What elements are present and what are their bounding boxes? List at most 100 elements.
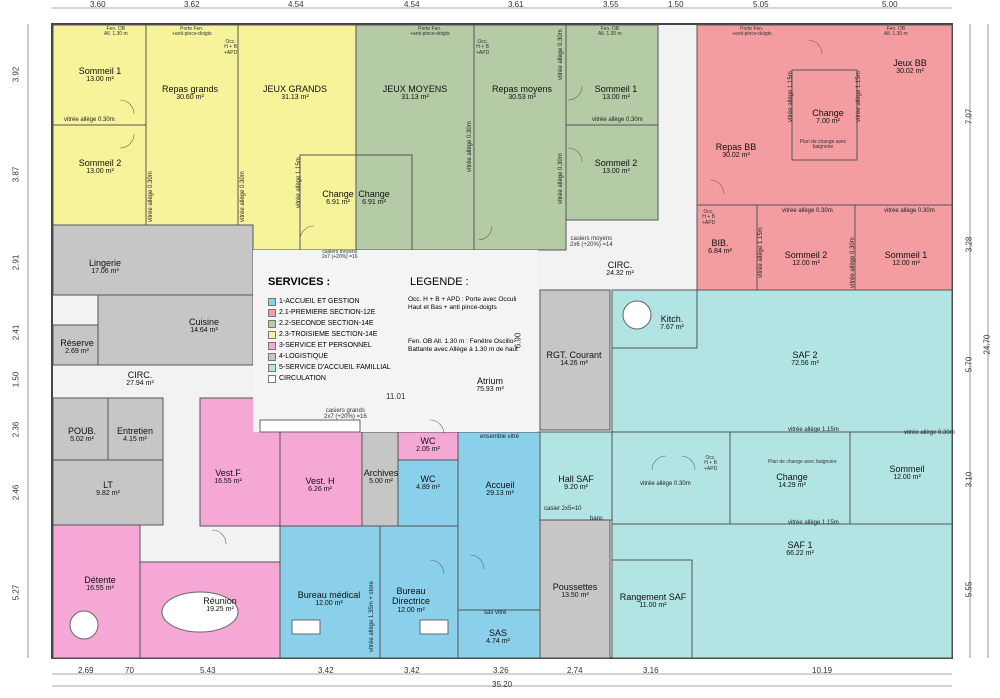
- dim-left-4: 1.50: [11, 371, 21, 388]
- zone-entretien: [107, 397, 164, 461]
- room-circ2: CIRC.24.32 m²: [606, 260, 634, 278]
- reunion-table: [161, 591, 239, 633]
- service-item: 2.2-SECONDE SECTION-14E: [268, 318, 391, 329]
- zone-change2: [355, 154, 413, 251]
- dim-top-7: 5.05: [753, 0, 769, 9]
- detente-table: [69, 610, 99, 640]
- dim-bottom-total: 35.20: [492, 680, 513, 689]
- service-swatch: [268, 341, 276, 350]
- zone-change-bb: [791, 69, 858, 161]
- zone-cuisine: [97, 294, 254, 366]
- dim-top-3: 4.54: [404, 0, 420, 9]
- note-vitree-g: vitrée allège 1.15m: [788, 427, 839, 433]
- dim-left-7: 5.27: [11, 584, 21, 601]
- zone-sommeil2a: [52, 124, 147, 226]
- dim-top-4: 3.61: [508, 0, 524, 9]
- dim-inner-h: 11.01: [386, 392, 406, 401]
- zone-repas-grands: [145, 24, 239, 251]
- zone-lingerie: [52, 224, 254, 296]
- dim-top-0: 3.60: [90, 0, 106, 9]
- zone-rgt-courant: [539, 289, 611, 431]
- note-vitree-v11: vitrée allège 1.15m: [856, 71, 862, 122]
- dim-top-5: 3.55: [603, 0, 619, 9]
- service-item: 1-ACCUEIL ET GESTION: [268, 296, 391, 307]
- dim-bottom-4: 3.42: [404, 666, 420, 675]
- zone-sommeil2c: [756, 204, 856, 291]
- note-occ-1: Occ.H + B+APD: [224, 39, 238, 56]
- legende-title: LEGENDE :: [410, 276, 469, 288]
- dim-bottom-3: 3.42: [318, 666, 334, 675]
- service-swatch: [268, 297, 276, 306]
- dim-right-total: 24.70: [982, 334, 992, 355]
- dim-right-2: 5.70: [964, 356, 974, 373]
- services-title: SERVICES :: [268, 276, 331, 288]
- dim-bottom-6: 2.74: [567, 666, 583, 675]
- zone-accueil: [457, 431, 541, 611]
- room-circ1: CIRC.27.94 m²: [126, 370, 154, 388]
- note-occ-4: Occ.H + B+APD: [704, 455, 718, 472]
- zone-hall-saf: [539, 431, 613, 521]
- zone-sommeil2b: [565, 124, 659, 221]
- dim-bottom-0: 2.69: [78, 666, 94, 675]
- note-porte-fen-3: Porte Fen.+anti-pince-doigts: [732, 26, 772, 38]
- service-item: 2.3-TROISIEME SECTION-14E: [268, 329, 391, 340]
- dim-left-2: 2.91: [11, 254, 21, 271]
- zone-bib: [696, 204, 758, 291]
- service-item: 5-SERVICE D'ACCUEIL FAMILLIAL: [268, 362, 391, 373]
- zone-saf-mid: [611, 431, 731, 525]
- note-vitree-v5: vitrée allège 0.30m: [558, 153, 564, 204]
- dim-right-1: 3.28: [964, 236, 974, 253]
- zone-sommeil-saf: [849, 431, 953, 525]
- dim-bottom-2: 5.43: [200, 666, 216, 675]
- note-vitree-a: vitrée allège 0.30m: [64, 117, 115, 123]
- legend: SERVICES : 1-ACCUEIL ET GESTION 2.1-PREM…: [262, 276, 518, 402]
- note-plan-change-2: Plan de change avec baignoire: [768, 459, 837, 465]
- note-vitree-d: vitrée allège 0.30m: [884, 208, 935, 214]
- note-vitree-v8: vitrée allège 0.30m: [850, 237, 856, 288]
- zone-change-saf: [729, 431, 851, 525]
- room-bib: BIB.6.84 m²: [708, 238, 732, 256]
- zone-archives: [361, 431, 399, 528]
- zone-atrium: [253, 250, 538, 432]
- zone-reserve: [52, 324, 99, 366]
- dim-top-6: 1.50: [668, 0, 684, 9]
- service-swatch: [268, 308, 276, 317]
- room-kitch: Kitch.7.67 m²: [660, 314, 684, 332]
- zone-change1: [299, 154, 357, 251]
- zone-wc2: [397, 459, 459, 529]
